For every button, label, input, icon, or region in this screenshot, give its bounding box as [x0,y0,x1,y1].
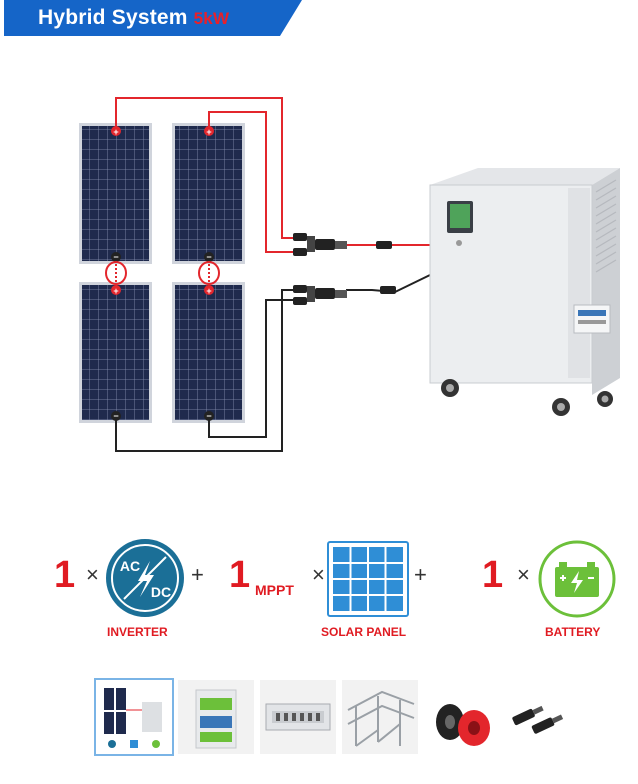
solar-panel-top-right [172,123,245,264]
header-banner: Hybrid System 5kW [4,0,302,36]
dc-label: DC [151,584,171,600]
thumbnail-system-diagram[interactable] [94,678,174,756]
negative-wires [115,274,431,452]
solar-panel-bottom-left [79,282,152,423]
minus-sign: − [113,252,118,262]
mppt-label: MPPT [255,582,294,598]
solar-panel-bottom-right [172,282,245,423]
battery-icon [538,540,616,623]
plus-sign: + [206,127,211,137]
wiring-diagram: + + − + − + − − [79,97,620,452]
inverter-times: × [86,562,99,587]
inverter-count: 1 [54,554,76,596]
thumbnail-mounting-rack[interactable] [342,680,418,754]
thumbnail-combiner-box[interactable] [260,680,336,754]
solar-caption: SOLAR PANEL [321,625,407,639]
banner-power: 5kW [193,9,230,28]
battery-caption: BATTERY [545,625,601,639]
banner-shape [4,0,302,36]
plus-sign: + [113,286,118,296]
branch-connector-positive [293,233,392,256]
solar-panel-icon [327,541,409,622]
plus-sign: + [113,127,118,137]
branch-connector-negative [293,285,396,305]
series-link-right: − + [198,252,220,296]
ac-dc-icon: AC DC [104,537,186,624]
series-link-left: − + [105,252,127,296]
plus-sign-2: + [414,562,427,587]
minus-sign: − [206,252,211,262]
terminal-plus-top-left: + [111,126,121,137]
solar-count: 1 [229,554,251,596]
solar-panel-top-left [79,123,152,264]
inverter-cabinet [429,168,620,416]
thumbnail-mc4-connectors[interactable] [506,680,572,754]
minus-sign: − [206,411,211,421]
battery-count: 1 [482,554,504,596]
ac-label: AC [120,558,140,574]
inverter-caption: INVERTER [107,625,168,639]
banner-title-group: Hybrid System 5kW [38,6,229,30]
terminal-minus-bottom-right: − [204,411,214,421]
banner-title: Hybrid System [38,6,188,29]
terminal-plus-top-right: + [204,126,214,137]
battery-times: × [517,562,530,587]
thumbnail-inverter-battery-unit[interactable] [178,680,254,754]
positive-wires [115,97,430,253]
component-formula: 1 × AC DC INVERTER + 1 MPPT × SOLAR PANE… [0,525,638,650]
terminal-minus-bottom-left: − [111,411,121,421]
plus-sign: + [206,286,211,296]
solar-times: × [312,562,325,587]
plus-sign-1: + [191,562,204,587]
minus-sign: − [113,411,118,421]
thumbnail-pv-cable[interactable] [424,680,500,754]
thumbnail-strip [94,678,576,758]
